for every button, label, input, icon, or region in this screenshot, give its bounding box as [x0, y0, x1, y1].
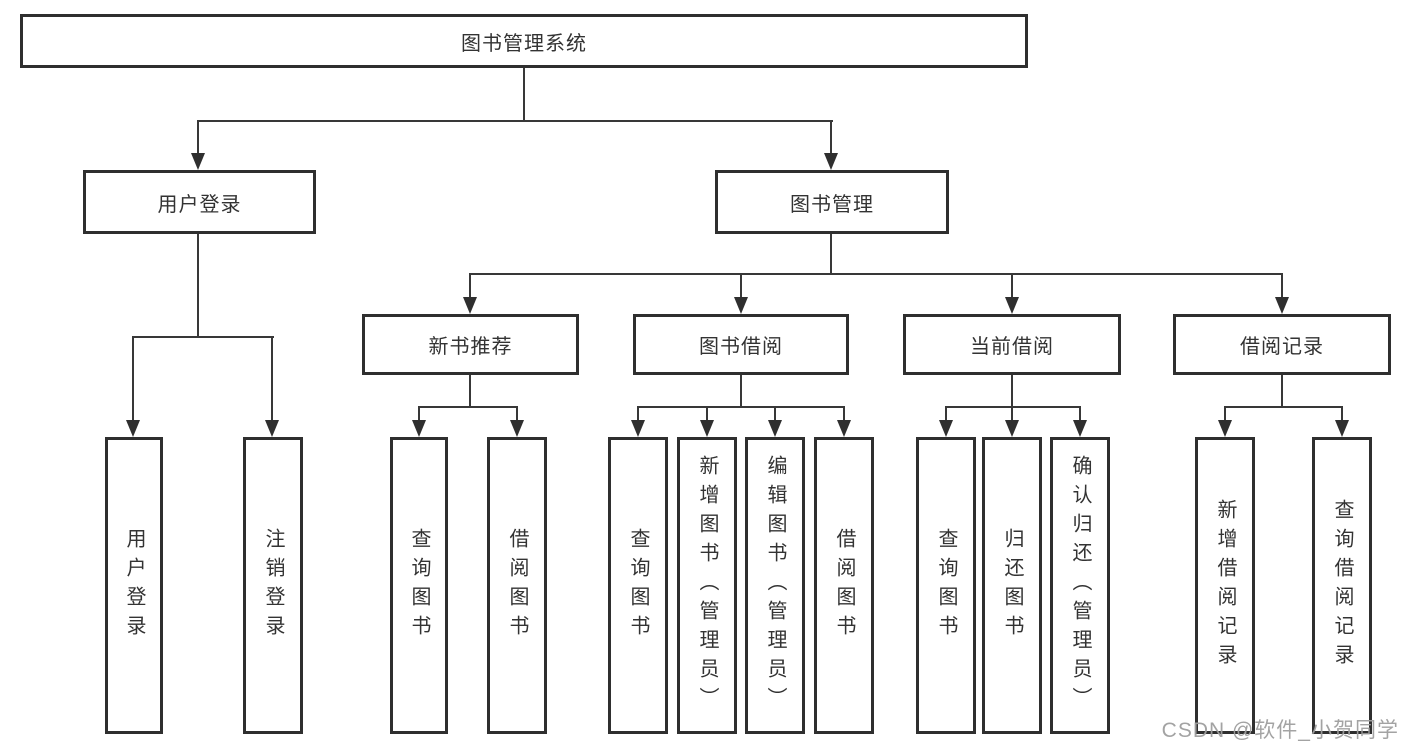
leaf-query-borrow-record: 查询借阅记录: [1312, 437, 1372, 734]
leaf-user-login-label: 用户登录: [123, 527, 145, 644]
connector-line: [197, 120, 199, 154]
arrow-down-icon: [768, 420, 782, 437]
leaf-borrow-books-label: 借阅图书: [833, 527, 855, 644]
node-new-book-recommend: 新书推荐: [362, 314, 579, 375]
leaf-query-books-current-label: 查询图书: [935, 527, 957, 644]
connector-line: [132, 336, 134, 420]
arrow-down-icon: [700, 420, 714, 437]
connector-line: [1224, 406, 1343, 408]
connector-line: [523, 68, 525, 121]
leaf-borrow-books-recommend: 借阅图书: [487, 437, 547, 734]
connector-line: [469, 375, 471, 407]
connector-line: [637, 406, 639, 420]
node-book-management: 图书管理: [715, 170, 949, 234]
arrow-down-icon: [126, 420, 140, 437]
leaf-edit-books-admin: 编辑图书（管理员）: [745, 437, 805, 734]
leaf-add-borrow-record-label: 新增借阅记录: [1214, 498, 1236, 673]
arrow-down-icon: [734, 297, 748, 314]
arrow-down-icon: [1335, 420, 1349, 437]
connector-line: [198, 120, 833, 122]
connector-line: [197, 234, 199, 337]
leaf-add-books-admin: 新增图书（管理员）: [677, 437, 737, 734]
arrow-down-icon: [510, 420, 524, 437]
leaf-borrow-books: 借阅图书: [814, 437, 874, 734]
connector-line: [418, 406, 518, 408]
csdn-watermark: CSDN @软件_小贺同学: [1161, 719, 1399, 742]
leaf-return-books-label: 归还图书: [1001, 527, 1023, 644]
connector-line: [1341, 406, 1343, 420]
leaf-query-books-recommend: 查询图书: [390, 437, 448, 734]
leaf-edit-books-admin-label: 编辑图书（管理员）: [764, 455, 786, 716]
leaf-query-books-borrow-label: 查询图书: [627, 527, 649, 644]
connector-line: [740, 273, 742, 298]
connector-line: [740, 375, 742, 407]
connector-line: [774, 406, 776, 420]
connector-line: [945, 406, 1081, 408]
arrow-down-icon: [939, 420, 953, 437]
leaf-query-borrow-record-label: 查询借阅记录: [1331, 498, 1353, 673]
arrow-down-icon: [837, 420, 851, 437]
node-current-borrow: 当前借阅: [903, 314, 1121, 375]
connector-line: [1281, 375, 1283, 407]
node-borrow-records-label: 借阅记录: [1240, 336, 1324, 358]
connector-line: [1011, 406, 1013, 420]
arrow-down-icon: [1005, 420, 1019, 437]
leaf-query-books-borrow: 查询图书: [608, 437, 668, 734]
connector-line: [271, 336, 273, 420]
connector-line: [469, 273, 471, 298]
node-library-management-system: 图书管理系统: [20, 14, 1028, 68]
connector-line: [133, 336, 274, 338]
connector-line: [1281, 273, 1283, 298]
connector-line: [516, 406, 518, 420]
connector-line: [1011, 375, 1013, 407]
connector-line: [830, 120, 832, 154]
leaf-confirm-return-admin: 确认归还（管理员）: [1050, 437, 1110, 734]
arrow-down-icon: [463, 297, 477, 314]
leaf-return-books: 归还图书: [982, 437, 1042, 734]
node-new-book-recommend-label: 新书推荐: [428, 336, 513, 358]
leaf-add-books-admin-label: 新增图书（管理员）: [696, 455, 718, 716]
connector-line: [469, 273, 1283, 275]
connector-line: [830, 234, 832, 274]
connector-line: [945, 406, 947, 420]
node-user-login-label: 用户登录: [157, 193, 242, 216]
connector-line: [418, 406, 420, 420]
leaf-query-books-recommend-label: 查询图书: [408, 527, 430, 644]
leaf-logout-label: 注销登录: [262, 527, 284, 644]
leaf-borrow-books-recommend-label: 借阅图书: [506, 527, 528, 644]
node-borrow-records: 借阅记录: [1173, 314, 1391, 375]
node-current-borrow-label: 当前借阅: [970, 336, 1054, 358]
connector-line: [1011, 273, 1013, 298]
node-book-borrow: 图书借阅: [633, 314, 849, 375]
connector-line: [1224, 406, 1226, 420]
arrow-down-icon: [265, 420, 279, 437]
arrow-down-icon: [191, 153, 205, 170]
arrow-down-icon: [1005, 297, 1019, 314]
node-book-management-label: 图书管理: [790, 193, 874, 216]
node-library-management-system-label: 图书管理系统: [461, 32, 587, 55]
leaf-logout: 注销登录: [243, 437, 303, 734]
arrow-down-icon: [631, 420, 645, 437]
leaf-add-borrow-record: 新增借阅记录: [1195, 437, 1255, 734]
connector-line: [637, 406, 845, 408]
leaf-user-login: 用户登录: [105, 437, 163, 734]
connector-line: [706, 406, 708, 420]
arrow-down-icon: [1275, 297, 1289, 314]
arrow-down-icon: [1218, 420, 1232, 437]
connector-line: [843, 406, 845, 420]
leaf-confirm-return-admin-label: 确认归还（管理员）: [1069, 455, 1091, 716]
arrow-down-icon: [824, 153, 838, 170]
node-book-borrow-label: 图书借阅: [699, 336, 783, 358]
connector-line: [1079, 406, 1081, 420]
arrow-down-icon: [412, 420, 426, 437]
node-user-login: 用户登录: [83, 170, 316, 234]
arrow-down-icon: [1073, 420, 1087, 437]
leaf-query-books-current: 查询图书: [916, 437, 976, 734]
